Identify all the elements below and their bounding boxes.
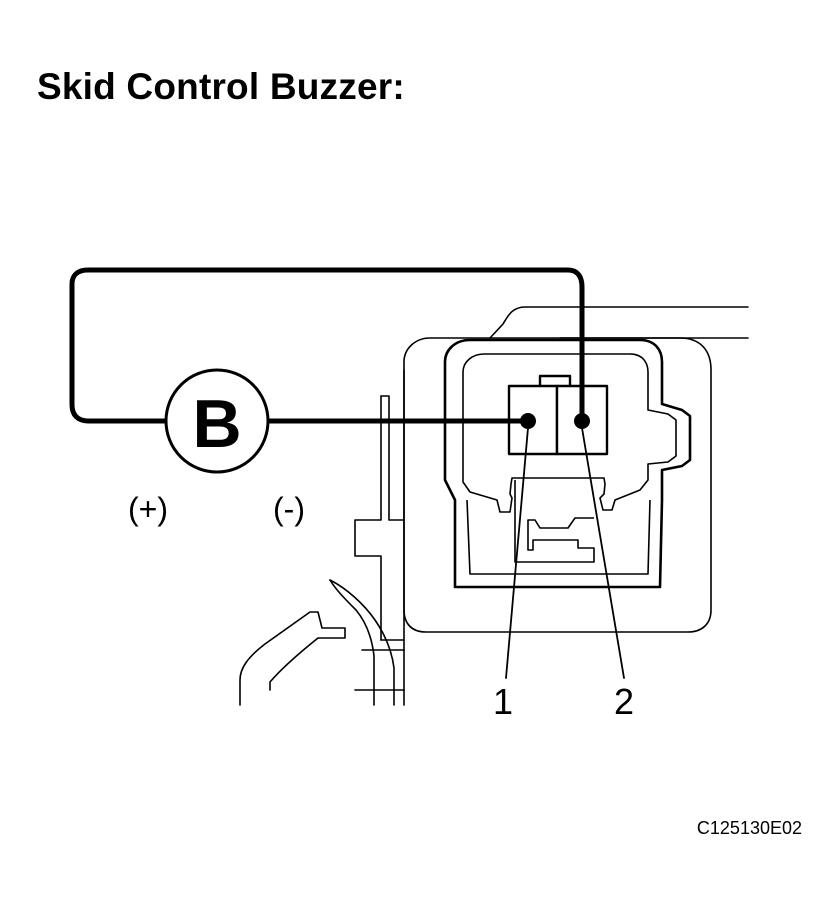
meter-symbol: B — [192, 386, 241, 462]
leader-line-terminal-2 — [581, 427, 625, 679]
diagram-title: Skid Control Buzzer: — [37, 66, 405, 107]
meter-b: B — [164, 368, 270, 474]
leader-line-terminal-1 — [505, 427, 529, 679]
figure-id: C125130E02 — [696, 818, 802, 838]
clip-hook — [239, 579, 405, 706]
meter-symbol-circle — [164, 368, 270, 474]
probe-point-terminal-1 — [520, 413, 536, 429]
positive-lead — [69, 267, 585, 424]
probe-point-terminal-2 — [574, 413, 590, 429]
wire-harness — [489, 306, 749, 339]
negative-label: (-) — [273, 491, 305, 527]
terminal-number-2: 2 — [614, 681, 634, 722]
meter-leads — [69, 267, 585, 424]
terminal-leader-lines — [505, 427, 625, 679]
positive-label: (+) — [128, 491, 168, 527]
connector-housing — [403, 337, 712, 633]
terminal-number-1: 1 — [493, 681, 513, 722]
